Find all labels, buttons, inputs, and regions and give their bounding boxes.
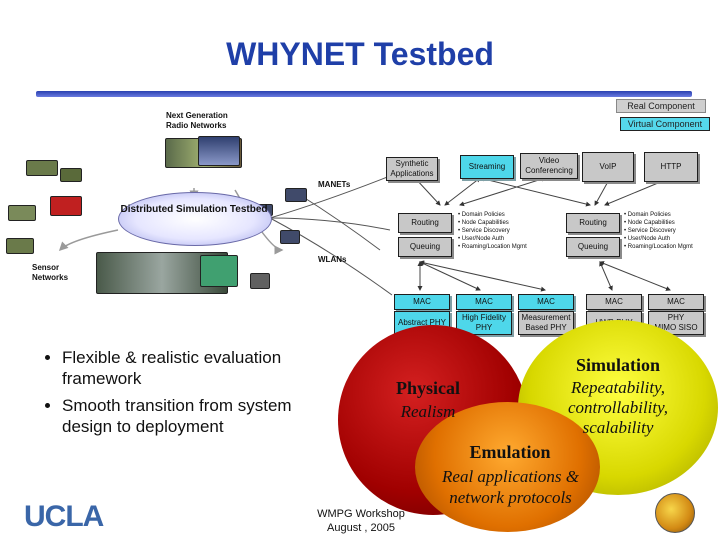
simulation-title: Simulation <box>575 355 661 375</box>
queuing-box-left: Queuing <box>398 237 452 257</box>
bullets-right: • Domain Policies • Node Capabilities • … <box>624 212 693 250</box>
mac-box-1: MAC <box>394 294 450 310</box>
footer: WMPG Workshop August , 2005 <box>306 507 416 535</box>
queuing-box-right: Queuing <box>566 237 620 257</box>
phy-label: PHY <box>667 313 685 322</box>
distributed-simulation-hub <box>118 192 272 246</box>
ucla-logo: UCLA <box>24 500 104 533</box>
slide-title: WHYNET Testbed <box>226 36 494 72</box>
mimo-siso-labels: MIMO SISO <box>654 323 698 332</box>
mac-box-4: MAC <box>586 294 642 310</box>
synthetic-applications-box: Synthetic Applications <box>386 157 438 181</box>
simulation-sub: Repeatability, controllability, scalabil… <box>568 378 668 437</box>
nsf-logo-icon <box>655 493 695 533</box>
mac-box-3: MAC <box>518 294 574 310</box>
emulation-title: Emulation <box>469 442 551 462</box>
measurement-phy-box: Measurement Based PHY <box>518 311 574 335</box>
sensor-node-image <box>8 205 36 221</box>
mimo-siso-phy-box: PHY MIMO SISO <box>648 311 704 335</box>
sensor-node-image <box>6 238 34 254</box>
routing-box-left: Routing <box>398 213 452 233</box>
label-sensor-networks: Sensor Networks <box>32 263 69 282</box>
laptop-image <box>285 188 307 202</box>
label-wlans: WLANs <box>318 255 347 264</box>
sensor-node-image <box>60 168 82 182</box>
footer-line-1: WMPG Workshop <box>317 508 405 520</box>
laptop-image <box>280 230 300 244</box>
video-conferencing-box: Video Conferencing <box>520 153 578 179</box>
emulation-sub: Real applications & network protocols <box>442 467 579 507</box>
bullet-item-2: Smooth transition from system design to … <box>62 395 342 437</box>
robot-image <box>200 255 238 287</box>
mac-box-2: MAC <box>456 294 512 310</box>
bullet-list: Flexible & realistic evaluation framewor… <box>32 347 342 443</box>
title-underline <box>36 91 692 97</box>
emulation-circle <box>415 402 600 532</box>
voip-box: VoIP <box>582 152 634 182</box>
bullets-left: • Domain Policies • Node Capabilities • … <box>458 212 527 250</box>
mac-box-5: MAC <box>648 294 704 310</box>
sensor-node-image <box>50 196 82 216</box>
legend-virtual-component: Virtual Component <box>620 117 710 131</box>
sensor-node-image <box>26 160 58 176</box>
legend-real-component: Real Component <box>616 99 706 113</box>
http-box: HTTP <box>644 152 698 182</box>
physical-title: Physical <box>395 378 460 398</box>
streaming-box: Streaming <box>460 155 514 179</box>
physical-sub: Realism <box>400 402 456 421</box>
routing-box-right: Routing <box>566 213 620 233</box>
laptop-image <box>198 136 240 166</box>
hub-label: Distributed Simulation Testbed <box>120 204 268 215</box>
label-manets: MANETs <box>318 180 351 189</box>
label-next-gen-radio-networks: Next Generation Radio Networks <box>166 111 228 130</box>
laptop-image <box>250 273 270 289</box>
footer-line-2: August , 2005 <box>327 522 395 534</box>
bullet-item-1: Flexible & realistic evaluation framewor… <box>62 347 342 389</box>
